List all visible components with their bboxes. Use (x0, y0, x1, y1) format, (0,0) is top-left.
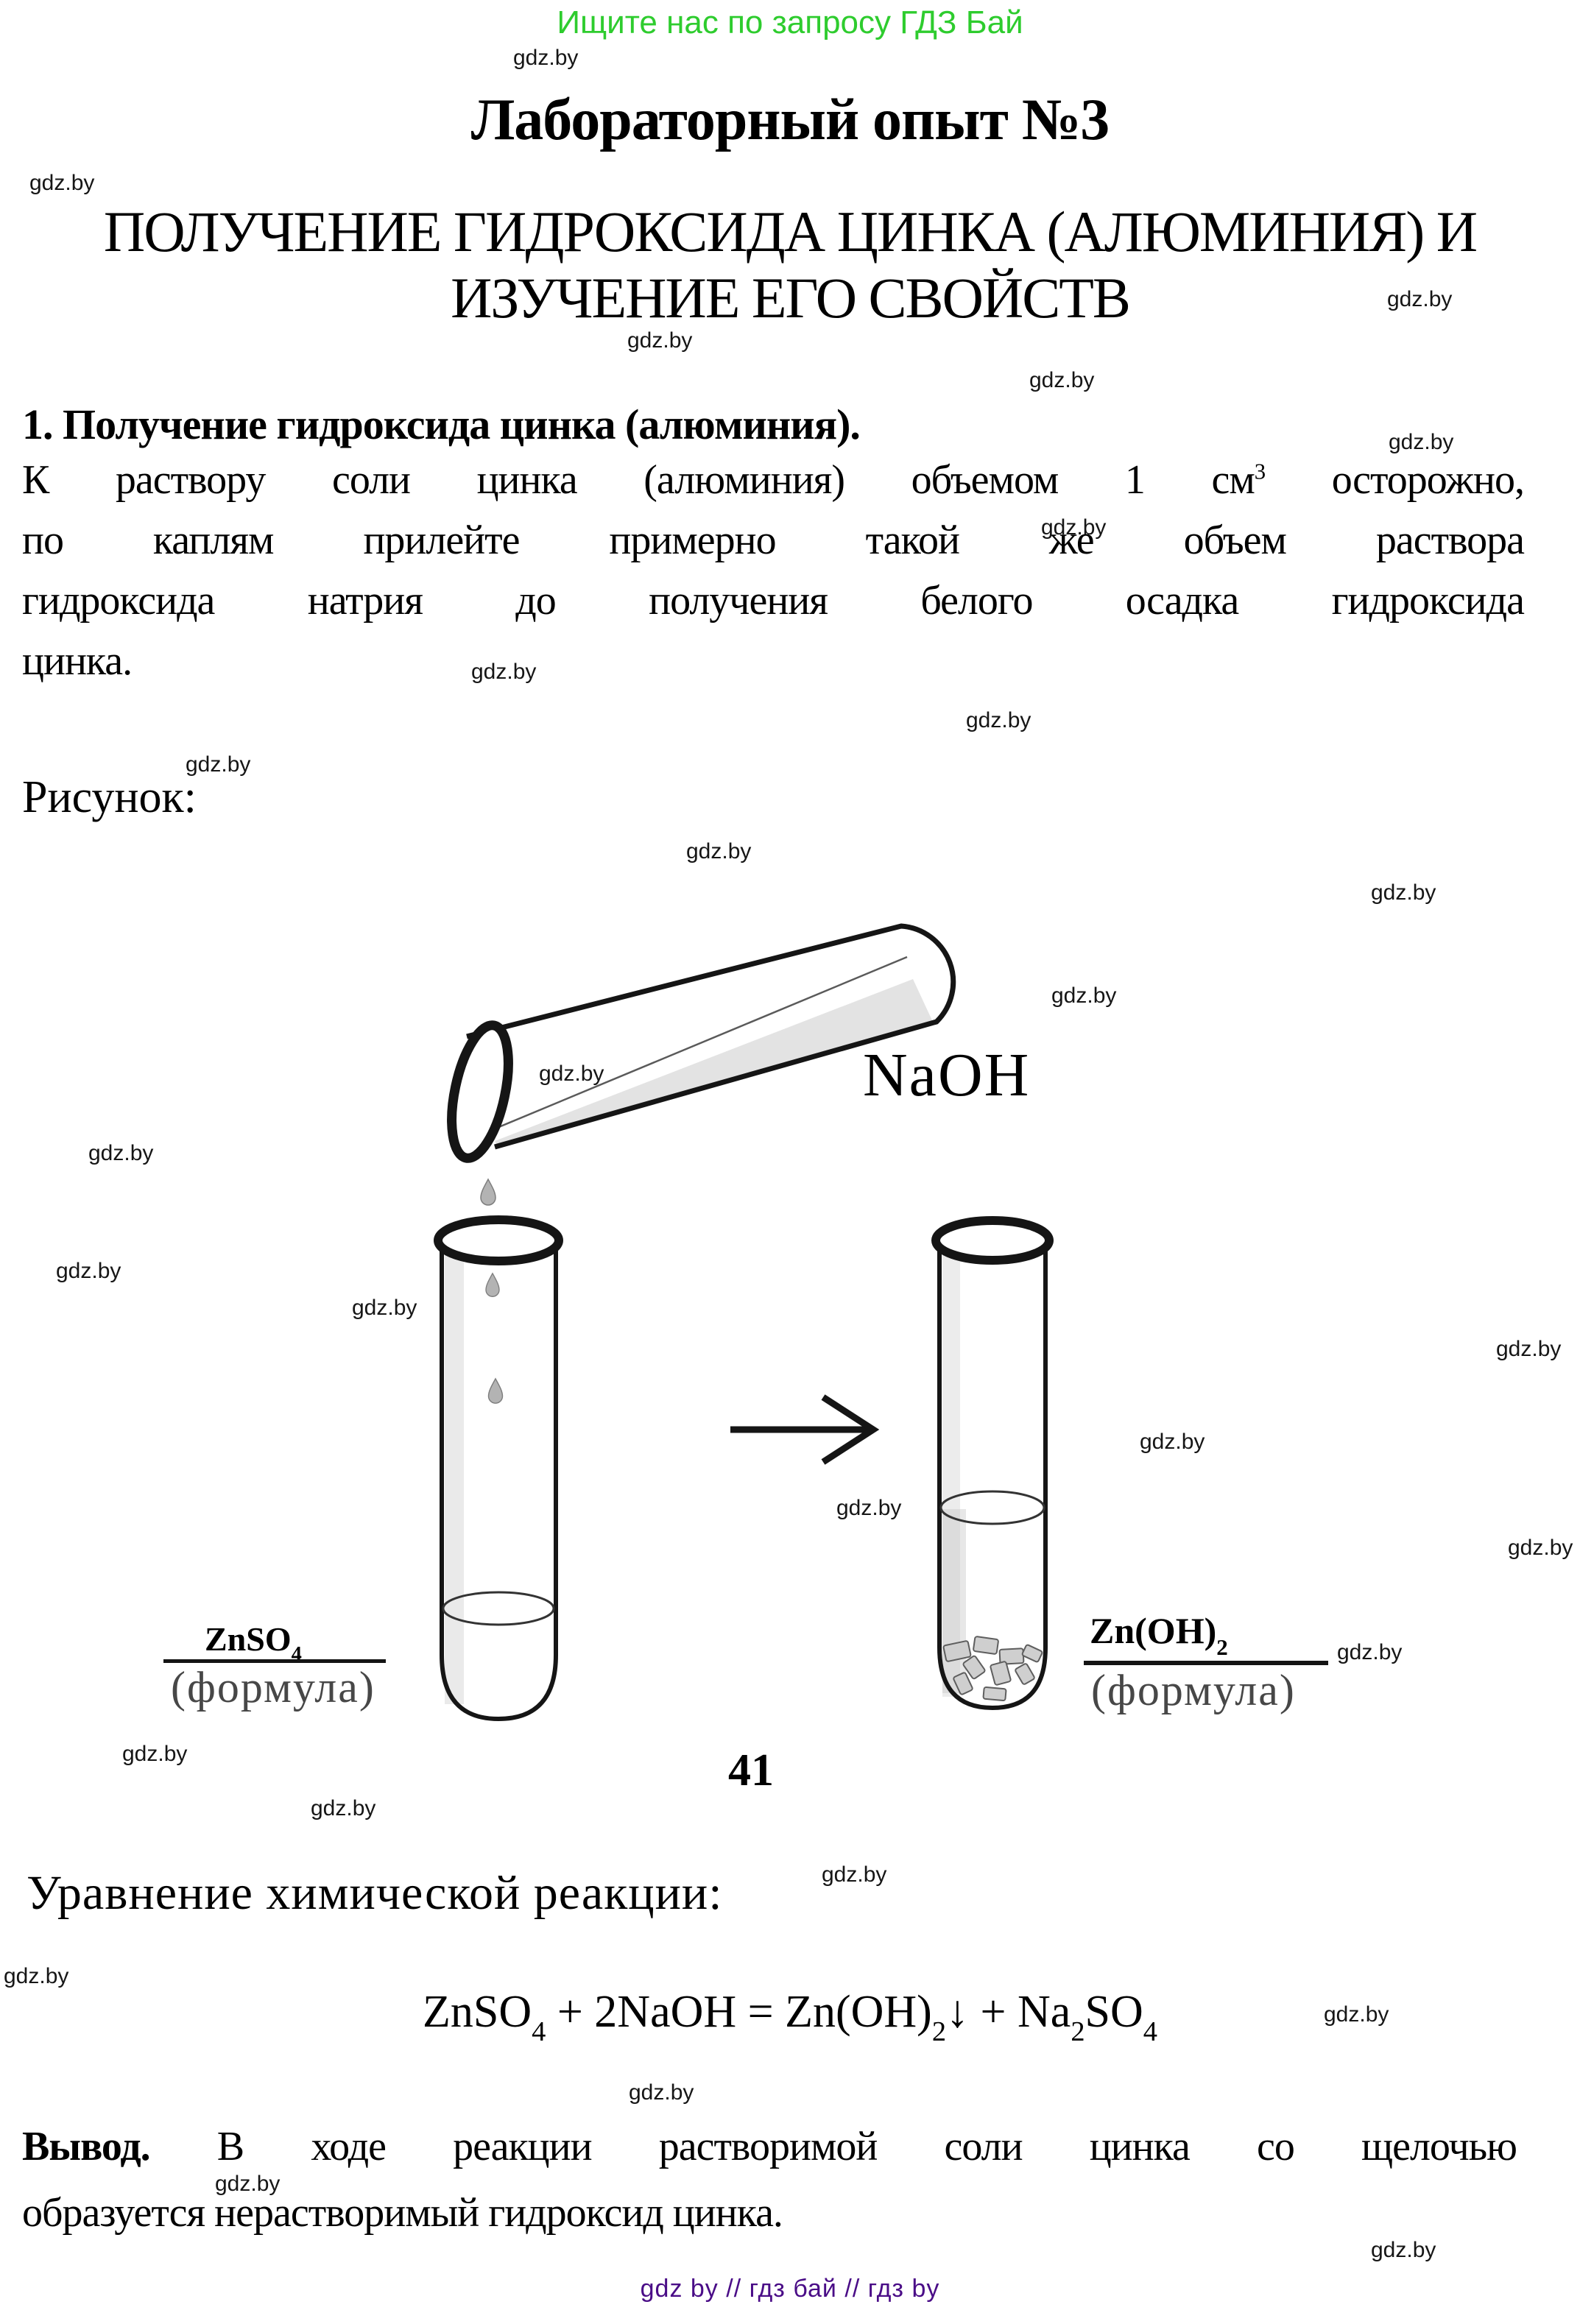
experiment-title-line2: ИЗУЧЕНИЕ ЕГО СВОЙСТВ (451, 266, 1131, 330)
gdz-watermark: gdz.by (539, 1062, 604, 1086)
equation-text: SO (1085, 1987, 1143, 2037)
left-test-tube (434, 1215, 563, 1722)
gdz-watermark: gdz.by (1041, 515, 1107, 540)
glass-shading (942, 1244, 960, 1697)
left-formula-caption: (формула) (171, 1663, 375, 1712)
gdz-watermark: gdz.by (1387, 287, 1453, 311)
equation-text: + 2NaOH = Zn(OH) (546, 1987, 932, 2037)
glass-shading (445, 1244, 464, 1704)
gdz-watermark: gdz.by (966, 708, 1031, 732)
gdz-watermark: gdz.by (352, 1296, 417, 1320)
site-footer: gdz by // гдз бай // гдз by (640, 2275, 940, 2303)
naoh-liquid-shading (495, 979, 932, 1147)
tube-mouth (447, 1020, 513, 1163)
gdz-watermark: gdz.by (29, 171, 95, 195)
conclusion-line-2: образуется нерастворимый гидроксид цинка… (22, 2190, 783, 2236)
equation-subscript: 2 (931, 2016, 947, 2048)
gdz-watermark: gdz.by (513, 46, 579, 70)
experiment-figure-drawing (434, 923, 1054, 1722)
answer-line (163, 1659, 386, 1663)
page-title: Лабораторный опыт №3 (470, 88, 1110, 152)
formula-text: ZnSO (205, 1620, 292, 1658)
right-tube-formula: Zn(OH)2 (1090, 1609, 1228, 1659)
equation-subscript: 4 (532, 2016, 546, 2048)
equation-heading: Уравнение химической реакции: (27, 1866, 723, 1920)
tube-outline (466, 923, 956, 1150)
drop-icon (487, 1377, 504, 1404)
superscript-3: 3 (1254, 459, 1266, 484)
paragraph-line-3: гидроксида натрия до получения белого ос… (22, 578, 1525, 624)
gdz-watermark: gdz.by (822, 1862, 887, 1887)
drop-icon (485, 1272, 500, 1297)
right-test-tube (931, 1216, 1054, 1711)
gdz-watermark: gdz.by (836, 1496, 902, 1520)
paragraph-line-1: К раствору соли цинка (алюминия) объемом… (22, 456, 1525, 504)
figure-label: Рисунок: (22, 772, 197, 822)
gdz-watermark: gdz.by (1051, 983, 1117, 1008)
experiment-title-line1: ПОЛУЧЕНИЕ ГИДРОКСИДА ЦИНКА (АЛЮМИНИЯ) И (103, 199, 1478, 264)
naoh-label: NaOH (863, 1041, 1031, 1109)
liquid-level (442, 1591, 555, 1626)
gdz-watermark: gdz.by (186, 752, 251, 777)
drop-icon (480, 1178, 496, 1206)
promo-banner: Ищите нас по запросу ГДЗ Бай (557, 4, 1023, 40)
paragraph-text: осторожно, (1265, 457, 1525, 503)
gdz-watermark: gdz.by (1371, 880, 1436, 905)
gdz-watermark: gdz.by (311, 1796, 376, 1820)
chemical-equation: ZnSO4 + 2NaOH = Zn(OH)2↓ + Na2SO4 (0, 1986, 1580, 2046)
paragraph-line-2: по каплям прилейте примерно такой же объ… (22, 518, 1525, 563)
page-number: 41 (728, 1745, 774, 1795)
gdz-watermark: gdz.by (88, 1141, 154, 1165)
equation-text: ↓ + Na (946, 1987, 1071, 2037)
gdz-watermark: gdz.by (215, 2172, 281, 2196)
equation-subscript: 2 (1071, 2016, 1085, 2048)
gdz-watermark: gdz.by (1029, 368, 1095, 392)
arrow-head (821, 1394, 880, 1465)
paragraph-text: К раствору соли цинка (алюминия) объемом… (22, 457, 1255, 503)
conclusion-text: В ходе реакции растворимой соли цинка со… (149, 2124, 1517, 2169)
answer-line (1084, 1661, 1328, 1665)
gdz-watermark: gdz.by (4, 1964, 69, 1988)
liquid-shading (942, 1509, 966, 1693)
gdz-watermark: gdz.by (122, 1742, 188, 1766)
gdz-watermark: gdz.by (1337, 1640, 1403, 1664)
gdz-watermark: gdz.by (471, 660, 537, 684)
right-formula-caption: (формула) (1091, 1666, 1296, 1714)
tube-outline (937, 1240, 1048, 1711)
reaction-arrow-icon (730, 1394, 880, 1465)
pouring-test-tube (447, 923, 956, 1163)
left-tube-formula: ZnSO4 (205, 1620, 302, 1665)
gdz-watermark: gdz.by (629, 2080, 694, 2105)
equation-subscript: 4 (1143, 2016, 1158, 2048)
liquid-surface-line (491, 956, 908, 1131)
naoh-drops (480, 1178, 504, 1404)
gdz-watermark: gdz.by (56, 1259, 121, 1283)
formula-subscript: 2 (1216, 1633, 1228, 1660)
gdz-watermark: gdz.by (1371, 2238, 1436, 2262)
precipitate-particles (942, 1636, 1043, 1702)
gdz-watermark: gdz.by (1389, 430, 1454, 454)
gdz-watermark: gdz.by (1324, 2002, 1389, 2027)
liquid-level (939, 1490, 1045, 1525)
gdz-watermark: gdz.by (1496, 1337, 1562, 1361)
tube-outline (440, 1240, 558, 1722)
experiment-figure (0, 876, 1580, 1730)
section-heading: 1. Получение гидроксида цинка (алюминия)… (22, 400, 861, 448)
tube-rim (434, 1215, 563, 1265)
gdz-watermark: gdz.by (1508, 1536, 1573, 1560)
gdz-watermark: gdz.by (686, 839, 752, 863)
formula-text: Zn(OH) (1090, 1610, 1217, 1651)
gdz-watermark: gdz.by (627, 328, 693, 353)
conclusion-label: Вывод. (22, 2124, 151, 2169)
tube-rim (931, 1216, 1054, 1265)
paragraph-line-4: цинка. (22, 638, 133, 684)
gdz-watermark: gdz.by (1140, 1430, 1205, 1454)
conclusion-line-1: Вывод. В ходе реакции растворимой соли ц… (22, 2123, 1517, 2170)
equation-text: ZnSO (422, 1987, 532, 2037)
